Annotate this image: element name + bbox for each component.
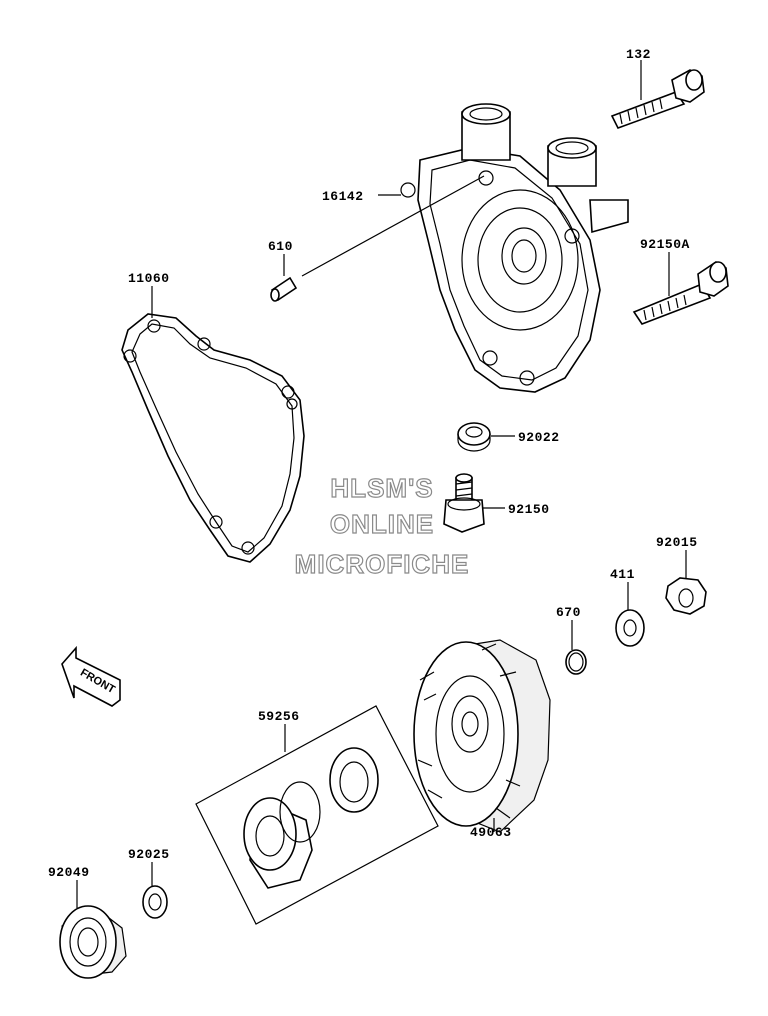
callout-132: 132: [626, 47, 651, 62]
callout-16142: 16142: [322, 189, 364, 204]
watermark-line-2: ONLINE: [330, 509, 434, 539]
front-direction-arrow: FRONT: [61, 645, 121, 707]
watermark-line-1: HLSM'S: [330, 473, 433, 503]
washer-92025[interactable]: [142, 862, 168, 919]
callout-92150a: 92150A: [640, 237, 690, 252]
impeller-59256[interactable]: [413, 639, 551, 833]
bolt-132[interactable]: [610, 60, 705, 129]
o-ring-670[interactable]: [565, 620, 587, 675]
watermark-line-3: MICROFICHE: [295, 549, 470, 579]
pump-cover-16142[interactable]: [378, 103, 629, 393]
callout-92150: 92150: [508, 502, 550, 517]
mechanical-seal-kit-49063[interactable]: [195, 705, 439, 925]
callout-92022: 92022: [518, 430, 560, 445]
callout-92025: 92025: [128, 847, 170, 862]
callout-92049: 92049: [48, 865, 90, 880]
bolt-92150a[interactable]: [632, 252, 729, 325]
bolt-92150[interactable]: [443, 473, 505, 533]
callout-670: 670: [556, 605, 581, 620]
bearing-92049[interactable]: [59, 880, 127, 979]
washer-411[interactable]: [615, 582, 645, 647]
callout-92015: 92015: [656, 535, 698, 550]
washer-92022[interactable]: [457, 422, 515, 452]
callout-49063: 59256: [258, 709, 300, 724]
callout-411: 411: [610, 567, 635, 582]
nut-92015[interactable]: [665, 550, 707, 615]
gasket-11060[interactable]: [121, 286, 305, 563]
callout-59256: 49063: [470, 825, 512, 840]
callout-610: 610: [268, 239, 293, 254]
dowel-pin-610[interactable]: [270, 175, 485, 302]
watermark: HLSM'S ONLINE MICROFICHE: [294, 472, 470, 579]
callout-11060: 11060: [128, 271, 170, 286]
